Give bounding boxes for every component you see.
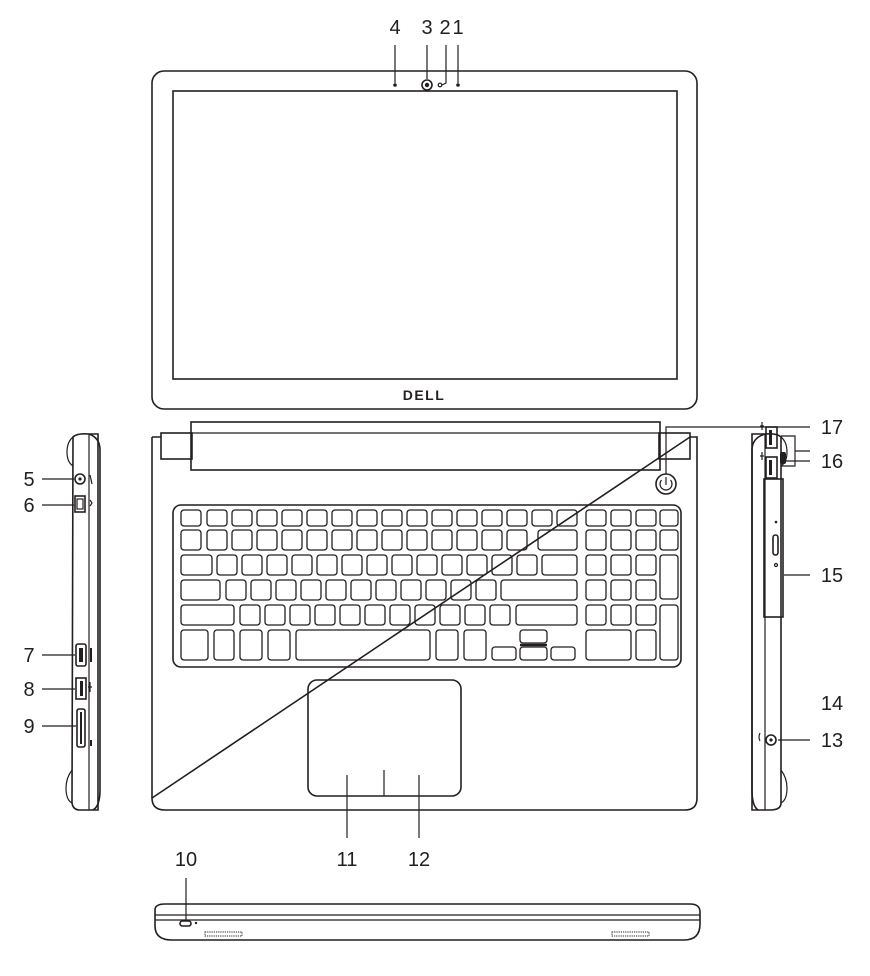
callout-13: 13 <box>821 730 843 752</box>
keyboard-row-shift <box>180 604 679 661</box>
spacebar <box>295 629 431 661</box>
hinge-left <box>160 432 193 460</box>
callout-3: 3 <box>421 17 432 39</box>
callout-12: 12 <box>408 849 430 871</box>
display-panel <box>172 90 678 380</box>
leader-lines <box>42 45 810 920</box>
callout-1: 1 <box>452 17 463 39</box>
right-side-view <box>751 422 788 811</box>
keyboard <box>180 509 679 661</box>
callout-6: 6 <box>23 495 34 517</box>
microphone-left <box>393 83 397 87</box>
callout-8: 8 <box>23 679 34 701</box>
callout-9: 9 <box>23 716 34 738</box>
power-adapter-port <box>74 473 93 485</box>
keyboard-row-space <box>180 629 657 661</box>
callout-14: 14 <box>821 693 843 715</box>
display-bezel <box>151 70 698 410</box>
camera-lens <box>424 82 430 88</box>
touchpad <box>307 679 462 797</box>
keyboard-row-qwerty <box>180 554 679 600</box>
base-outline <box>151 436 698 811</box>
callout-11: 11 <box>337 849 358 871</box>
keyboard-row-home <box>180 579 657 601</box>
callout-10: 10 <box>175 849 197 871</box>
media-card-reader <box>76 708 92 748</box>
usb-port-left <box>75 677 92 700</box>
display-assembly: DELL <box>151 70 698 410</box>
usb-ports-right <box>760 422 778 479</box>
power-status-light <box>179 920 198 927</box>
callout-4: 4 <box>389 17 400 39</box>
speaker-left <box>204 931 243 937</box>
hdmi-port <box>75 643 92 667</box>
front-view <box>154 903 701 941</box>
callout-15: 15 <box>821 565 843 587</box>
power-button <box>655 473 677 495</box>
left-side-view <box>65 433 101 811</box>
callout-16: 16 <box>821 451 843 473</box>
keyboard-row-function <box>180 509 679 527</box>
speaker-right <box>611 931 650 937</box>
callout-17: 17 <box>821 417 843 439</box>
callout-5: 5 <box>23 469 34 491</box>
security-cable-slot <box>780 452 786 464</box>
hinge-right <box>658 432 691 460</box>
network-port <box>74 495 93 513</box>
base-assembly <box>151 436 698 811</box>
callout-2: 2 <box>439 17 450 39</box>
keyboard-row-numbers <box>180 529 679 551</box>
headset-port <box>758 732 777 746</box>
callout-labels: 1 2 3 4 5 6 7 8 9 10 11 12 13 14 15 16 1… <box>23 17 843 871</box>
hinge-assembly <box>160 421 691 471</box>
microphone-right <box>456 83 460 87</box>
camera-status-light <box>437 82 443 88</box>
optical-drive <box>763 478 784 618</box>
camera <box>421 79 433 91</box>
keyboard-frame <box>172 504 682 668</box>
brand-logo: DELL <box>403 387 446 403</box>
callout-7: 7 <box>23 645 34 667</box>
hinge-bar <box>190 421 661 471</box>
